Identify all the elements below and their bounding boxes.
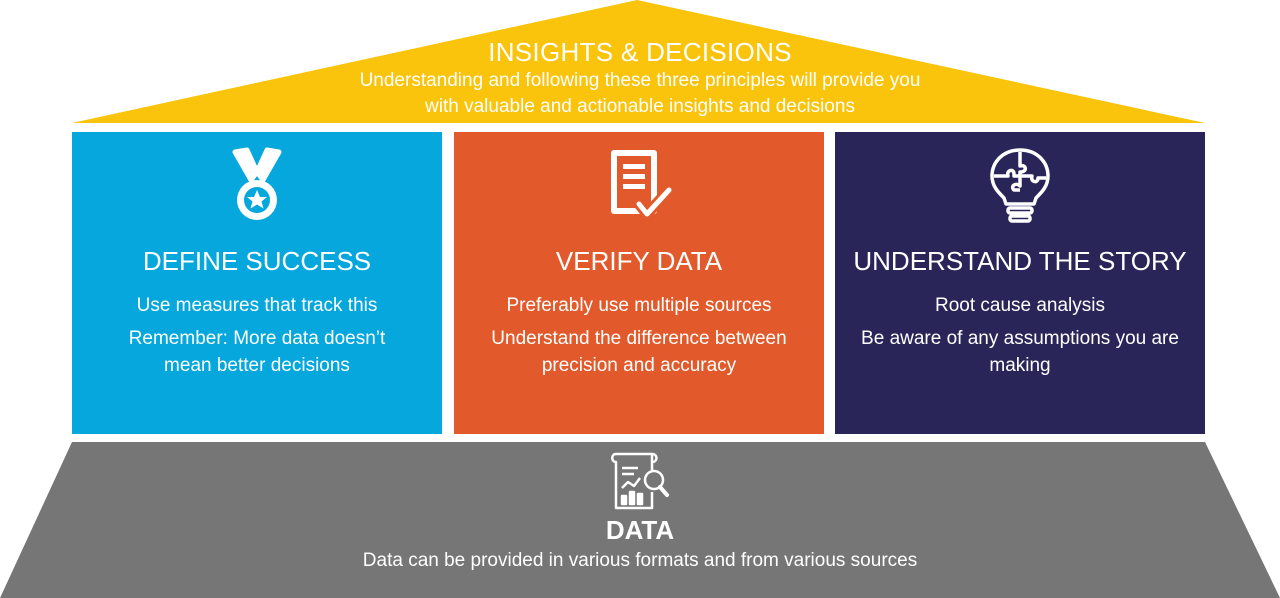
- roof-triangle: [72, 0, 1205, 123]
- base-subtitle: Data can be provided in various formats …: [362, 550, 918, 571]
- pillar-line: Be aware of any assumptions you are maki…: [861, 328, 1179, 376]
- roof-text: INSIGHTS & DECISIONS Understanding and f…: [0, 36, 1280, 120]
- roof-title: INSIGHTS & DECISIONS: [488, 37, 792, 67]
- pillar-line: Use measures that track this: [136, 295, 378, 316]
- medal-icon: [232, 147, 282, 220]
- base-foundation: [0, 442, 1280, 598]
- pillar-title: VERIFY DATA: [555, 246, 723, 276]
- pillar-understand-story: UNDERSTAND THE STORY Root cause analysis…: [835, 132, 1205, 434]
- roof-subtitle-line2: with valuable and actionable insights an…: [425, 96, 855, 117]
- pillar-line: Remember: More data doesn’t mean better …: [128, 328, 386, 376]
- pillar-verify-data: VERIFY DATA Preferably use multiple sour…: [454, 132, 824, 434]
- data-report-icon: [611, 452, 669, 510]
- pillar-line: Understand the difference between precis…: [491, 328, 787, 376]
- pillar-line: Preferably use multiple sources: [506, 295, 772, 316]
- pillar-line: Root cause analysis: [934, 295, 1106, 316]
- pillar-title: UNDERSTAND THE STORY: [853, 246, 1187, 276]
- pillar-define-success: DEFINE SUCCESS Use measures that track t…: [72, 132, 442, 434]
- puzzle-lightbulb-icon: [990, 148, 1050, 223]
- checklist-icon: [611, 150, 675, 223]
- base-title: DATA: [605, 515, 675, 545]
- roof-subtitle-line1: Understanding and following these three …: [359, 70, 921, 91]
- pillar-title: DEFINE SUCCESS: [142, 246, 372, 276]
